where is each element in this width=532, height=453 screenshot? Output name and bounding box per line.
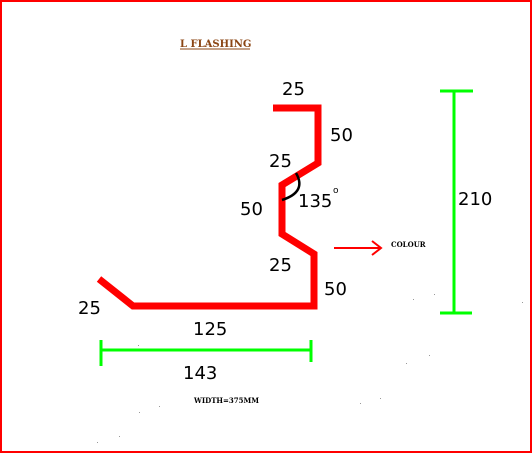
angle-arc <box>281 172 301 202</box>
label-overall-height: 210 <box>458 189 492 210</box>
label-mid-vertical: 50 <box>240 199 263 220</box>
label-top-return: 25 <box>282 79 305 100</box>
label-width-note: WIDTH=375MM <box>193 396 259 405</box>
colour-arrow <box>334 240 383 256</box>
label-angle: 135 <box>298 191 332 212</box>
label-degree-mark: o <box>333 186 339 196</box>
label-lower-kink: 25 <box>269 255 292 276</box>
label-upper-kink: 25 <box>269 151 292 172</box>
background-specks <box>97 294 523 443</box>
label-colour: COLOUR <box>391 240 426 249</box>
width-dimension-line <box>99 340 313 366</box>
flashing-profile <box>96 104 322 310</box>
label-overall-width: 143 <box>183 363 217 384</box>
drawing-title: L FLASHING <box>180 39 251 50</box>
label-left-return: 25 <box>78 298 101 319</box>
label-upper-vertical: 50 <box>330 125 353 146</box>
label-lower-vertical: 50 <box>324 279 347 300</box>
height-dimension-line <box>440 89 473 315</box>
label-bottom-run: 125 <box>193 319 227 340</box>
